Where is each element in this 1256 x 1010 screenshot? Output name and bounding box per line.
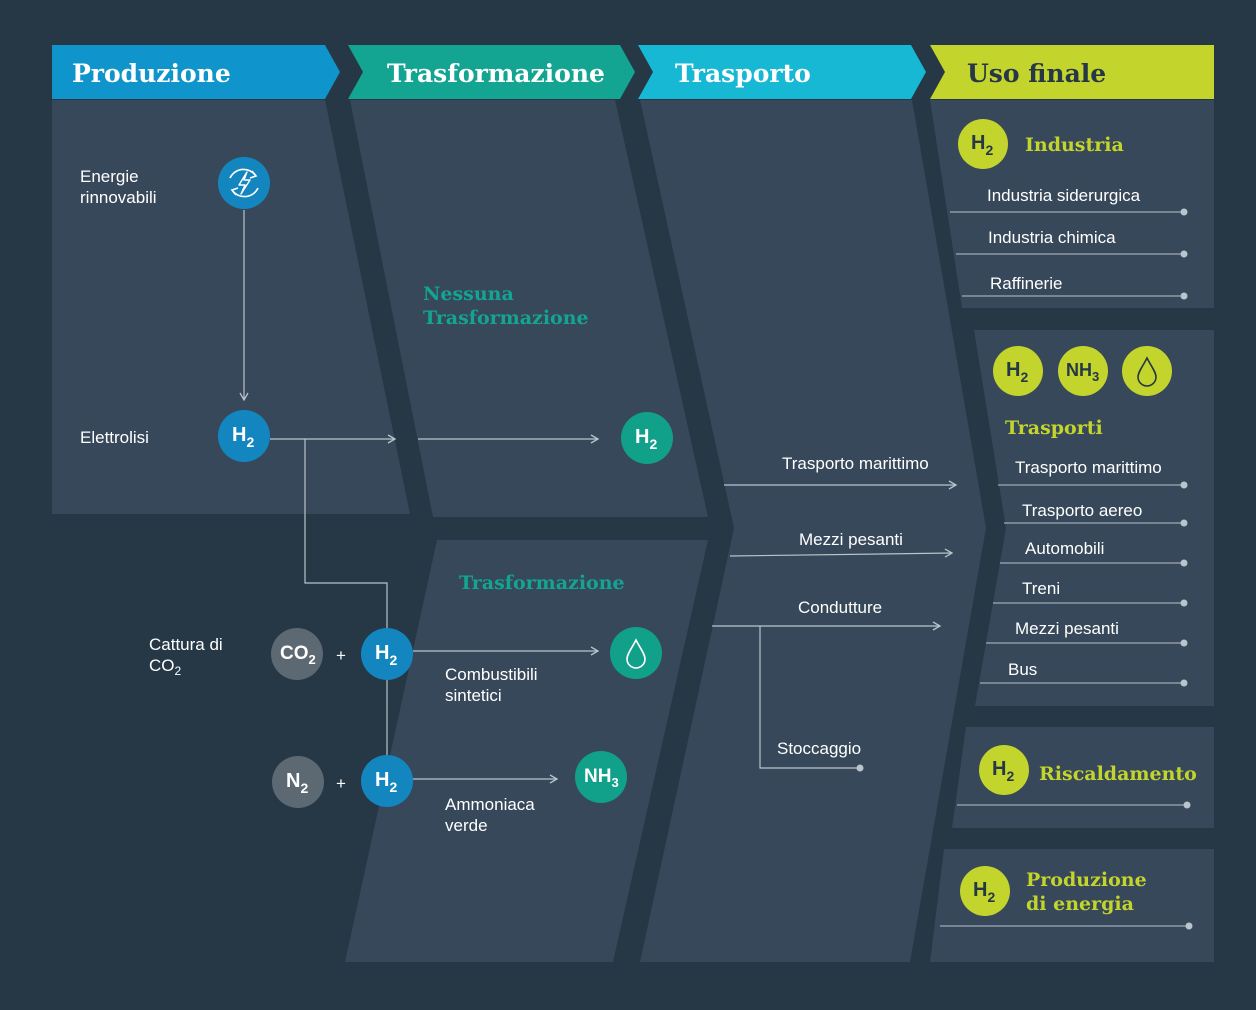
industria-h2-icon: H2: [958, 119, 1008, 169]
header-trasporto-label: Trasporto: [675, 59, 811, 88]
industria-list: Industria siderurgica Industria chimica …: [950, 186, 1188, 300]
energie-label-line2: rinnovabili: [80, 188, 157, 207]
renewable-energy-icon: [218, 157, 270, 209]
stoccaggio-dot: [856, 764, 864, 772]
riscaldamento-h2-icon: H2: [979, 745, 1029, 795]
industria-item: Industria siderurgica: [987, 186, 1141, 205]
header-produzione-label: Produzione: [72, 59, 231, 88]
trasformazione-panel-top: [350, 100, 708, 517]
trasporti-nh3-icon: NH3: [1058, 346, 1108, 396]
stoccaggio-label: Stoccaggio: [777, 739, 861, 758]
svg-text:H2: H2: [232, 424, 254, 450]
header-trasformazione-label: Trasformazione: [387, 59, 605, 88]
h2-no-transformation-node: H2: [621, 412, 673, 464]
trasporto-panel: [640, 100, 986, 962]
trasporti-box: [974, 330, 1214, 706]
industria-item: Raffinerie: [990, 274, 1062, 293]
svg-text:H2: H2: [992, 758, 1014, 784]
ammoniaca-label-line1: Ammoniaca: [445, 795, 535, 814]
svg-text:NH3: NH3: [1066, 360, 1099, 384]
produzione-panel: [52, 100, 410, 514]
industria-item: Industria chimica: [988, 228, 1116, 247]
connectors: [239, 210, 958, 784]
energie-label-line1: Energie: [80, 167, 139, 186]
svg-text:H2: H2: [971, 132, 993, 158]
h2-ammonia-node: H2: [361, 755, 413, 807]
cattura-label-line1: Cattura di: [149, 635, 223, 654]
combustibili-label-line2: sintetici: [445, 686, 502, 705]
header-uso-finale: Uso finale: [930, 45, 1214, 99]
cattura-label-line2: CO2: [149, 656, 182, 678]
trasporti-item: Trasporto marittimo: [1015, 458, 1162, 477]
svg-text:NH3: NH3: [584, 766, 619, 790]
header-produzione: Produzione: [52, 45, 340, 99]
nh3-node: NH3: [575, 751, 627, 803]
svg-text:H2: H2: [375, 769, 397, 795]
trasporti-list: Trasporto marittimo Trasporto aereo Auto…: [980, 458, 1188, 687]
elettrolisi-label: Elettrolisi: [80, 428, 149, 447]
produzione-energia-h2-icon: H2: [960, 866, 1010, 916]
header-uso-finale-label: Uso finale: [967, 59, 1106, 88]
trasporti-item: Treni: [1022, 579, 1060, 598]
nessuna-trasformazione-line1: Nessuna: [423, 283, 514, 305]
h2-electrolysis-node: H2: [218, 410, 270, 462]
svg-text:N2: N2: [286, 770, 308, 796]
riscaldamento-title: Riscaldamento: [1039, 763, 1197, 785]
plus-sign-1: +: [336, 646, 346, 665]
produzione-energia-title-line1: Produzione: [1026, 869, 1147, 891]
trasformazione-section-label: Trasformazione: [459, 572, 625, 594]
header-trasformazione: Trasformazione: [348, 45, 635, 99]
mezzi-pesanti-arrow: [729, 548, 954, 558]
produzione-energia-title-line2: di energia: [1026, 893, 1134, 915]
trasporti-item: Mezzi pesanti: [1015, 619, 1119, 638]
trasporti-item: Trasporto aereo: [1022, 501, 1142, 520]
svg-text:H2: H2: [375, 642, 397, 668]
synthetic-fuel-drop-icon: [610, 627, 662, 679]
svg-text:H2: H2: [635, 426, 657, 452]
nessuna-trasformazione-line2: Trasformazione: [423, 307, 589, 329]
n2-node: N2: [272, 756, 324, 808]
trasporto-marittimo-label: Trasporto marittimo: [782, 454, 929, 473]
ammoniaca-label-line2: verde: [445, 816, 488, 835]
plus-sign-2: +: [336, 774, 346, 793]
h2-fuel-node: H2: [361, 628, 413, 680]
co2-node: CO2: [271, 628, 323, 680]
riscaldamento-dot: [1183, 801, 1191, 809]
svg-text:H2: H2: [1006, 359, 1028, 385]
trasporto-mezzi-pesanti-label: Mezzi pesanti: [799, 530, 903, 549]
header-trasporto: Trasporto: [638, 45, 926, 99]
trasporti-h2-icon: H2: [993, 346, 1043, 396]
combustibili-label-line1: Combustibili: [445, 665, 538, 684]
stoccaggio-line: [759, 626, 860, 769]
produzione-energia-dot: [1185, 922, 1193, 930]
trasporti-title: Trasporti: [1005, 417, 1103, 439]
svg-text:CO2: CO2: [280, 643, 316, 667]
svg-text:H2: H2: [973, 879, 995, 905]
condutture-label: Condutture: [798, 598, 882, 617]
trasporti-item: Automobili: [1025, 539, 1104, 558]
h2-branch-down: [304, 439, 388, 628]
industria-title: Industria: [1025, 134, 1124, 156]
trasformazione-panel-bottom: [345, 540, 708, 962]
trasporti-item: Bus: [1008, 660, 1037, 679]
trasporti-fuel-drop-icon: [1122, 346, 1172, 396]
